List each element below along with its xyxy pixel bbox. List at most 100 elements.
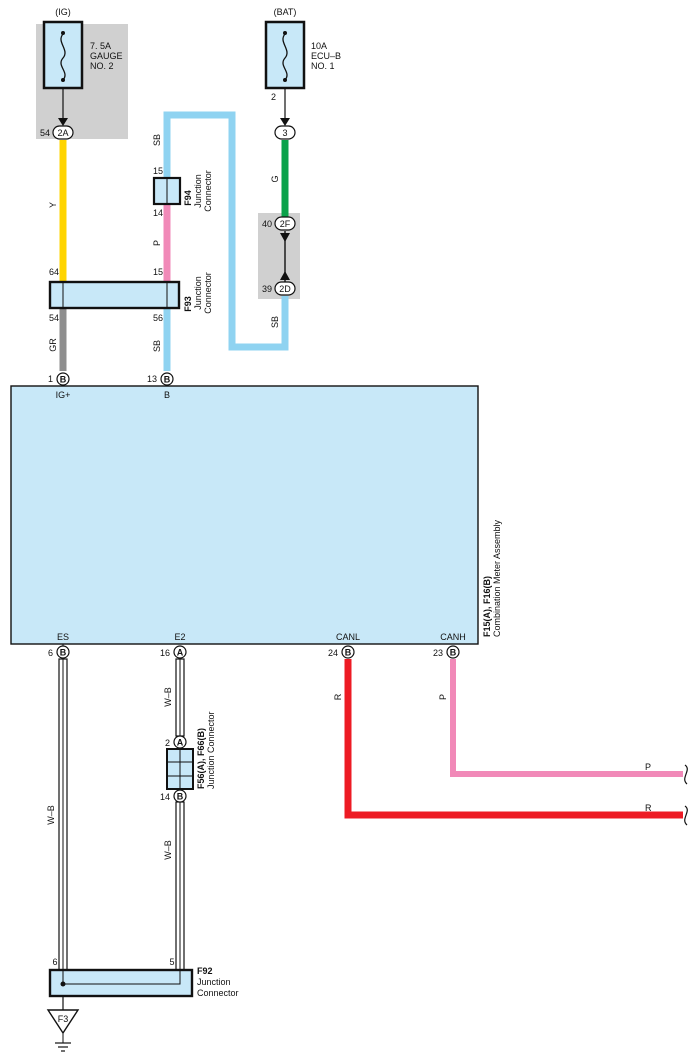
connector-b-b[interactable]: B bbox=[160, 372, 174, 386]
assembly-name: Combination Meter Assembly bbox=[492, 519, 502, 637]
assembly-code: F15(A), F16(B) bbox=[482, 576, 492, 637]
wire-p-canh[interactable] bbox=[450, 659, 683, 777]
connector-2a[interactable]: 2A bbox=[52, 125, 74, 140]
fuse-gauge[interactable] bbox=[42, 20, 84, 90]
fuse-ecu-b[interactable] bbox=[264, 20, 306, 90]
connector-f56-bot[interactable]: B bbox=[173, 789, 187, 803]
terminal-b: B bbox=[164, 390, 170, 400]
pin-2d: 39 bbox=[262, 284, 272, 294]
wire-label-sb-top: SB bbox=[152, 134, 162, 146]
f93-pin-tr: 15 bbox=[153, 267, 163, 277]
pin-e2: 16 bbox=[160, 648, 170, 658]
arrow-3 bbox=[280, 118, 290, 126]
svg-text:2F: 2F bbox=[280, 219, 291, 229]
wire-label-r-h: R bbox=[645, 803, 652, 813]
f93-pin-bl: 54 bbox=[49, 313, 59, 323]
wire-wb-e2-upper[interactable] bbox=[175, 658, 185, 737]
arrow-2a bbox=[58, 118, 68, 126]
f94-code: F94 bbox=[183, 190, 193, 206]
connector-es-b[interactable]: B bbox=[56, 645, 70, 659]
f92-name1: Junction bbox=[197, 977, 231, 987]
pin-2a: 54 bbox=[40, 128, 50, 138]
svg-text:B: B bbox=[345, 648, 352, 658]
f92-code: F92 bbox=[197, 966, 213, 976]
ground-label: F3 bbox=[58, 1014, 69, 1024]
f93-pin-br: 56 bbox=[153, 313, 163, 323]
fuse-ecu-rating: 10A bbox=[311, 41, 327, 51]
wire-label-wb-e2-upper: W–B bbox=[163, 687, 173, 707]
connector-f56-top[interactable]: A bbox=[173, 735, 187, 749]
pin-canl: 24 bbox=[328, 648, 338, 658]
svg-text:B: B bbox=[450, 648, 457, 658]
junction-f92[interactable] bbox=[48, 968, 194, 998]
f56-code: F56(A), F66(B) bbox=[196, 728, 206, 789]
pin-b: 13 bbox=[147, 374, 157, 384]
wire-label-sb-right: SB bbox=[270, 316, 280, 328]
wire-label-wb-es: W–B bbox=[46, 805, 56, 825]
fuse-ecu-name2: NO. 1 bbox=[311, 61, 335, 71]
f93-name1: Junction bbox=[193, 276, 203, 310]
connector-2d[interactable]: 2D bbox=[274, 281, 296, 296]
connector-canl-b[interactable]: B bbox=[341, 645, 355, 659]
junction-f56[interactable] bbox=[166, 748, 194, 790]
pin-2f: 40 bbox=[262, 219, 272, 229]
terminal-e2: E2 bbox=[174, 632, 185, 642]
f56-name: Junction Connector bbox=[206, 711, 216, 789]
pin-f56-bot: 14 bbox=[160, 792, 170, 802]
f92-name2: Connector bbox=[197, 988, 239, 998]
connector-ig-b[interactable]: B bbox=[56, 372, 70, 386]
f94-pin-top: 15 bbox=[153, 166, 163, 176]
junction-f93[interactable] bbox=[48, 280, 181, 310]
svg-text:B: B bbox=[60, 648, 67, 658]
terminal-ig: IG+ bbox=[56, 390, 71, 400]
wire-label-sb-lower: SB bbox=[152, 340, 162, 352]
combination-meter-assembly[interactable] bbox=[10, 385, 479, 645]
f93-name2: Connector bbox=[203, 272, 213, 314]
wire-sb-loop[interactable] bbox=[163, 111, 289, 351]
connector-3[interactable]: 3 bbox=[274, 125, 296, 140]
connector-e2-a[interactable]: A bbox=[173, 645, 187, 659]
wire-label-y: Y bbox=[48, 202, 58, 208]
svg-text:B: B bbox=[164, 375, 171, 385]
wire-wb-e2-lower[interactable] bbox=[175, 801, 185, 971]
fuse-ecu-name1: ECU–B bbox=[311, 51, 341, 61]
wire-label-wb-e2-lower: W–B bbox=[163, 840, 173, 860]
arrow-2d-up bbox=[280, 271, 290, 280]
svg-text:A: A bbox=[177, 738, 184, 748]
svg-text:2D: 2D bbox=[279, 284, 291, 294]
wire-label-g: G bbox=[270, 175, 280, 182]
fuse-gauge-name1: GAUGE bbox=[90, 51, 123, 61]
wire-break-p bbox=[684, 764, 688, 785]
f94-name2: Connector bbox=[203, 170, 213, 212]
f94-pin-bot: 14 bbox=[153, 208, 163, 218]
svg-text:3: 3 bbox=[282, 128, 287, 138]
fuse-gauge-rating: 7. 5A bbox=[90, 41, 111, 51]
wire-label-p-v: P bbox=[438, 694, 448, 700]
arrow-2f-down bbox=[280, 233, 290, 242]
connector-2f[interactable]: 2F bbox=[274, 216, 296, 231]
wire-break-r bbox=[684, 805, 688, 826]
svg-text:A: A bbox=[177, 648, 184, 658]
f93-code: F93 bbox=[183, 296, 193, 312]
wire-wb-es[interactable] bbox=[58, 658, 68, 971]
terminal-canl: CANL bbox=[336, 632, 360, 642]
terminal-canh: CANH bbox=[440, 632, 466, 642]
pin-es: 6 bbox=[48, 648, 53, 658]
power-bat-label: (BAT) bbox=[274, 7, 297, 17]
connector-canh-b[interactable]: B bbox=[446, 645, 460, 659]
f92-pin-l: 6 bbox=[52, 957, 57, 967]
power-ig-label: (IG) bbox=[55, 7, 71, 17]
svg-text:B: B bbox=[60, 375, 67, 385]
wire-label-p-upper: P bbox=[152, 240, 162, 246]
fuse-ecu-pin: 2 bbox=[271, 92, 276, 102]
ground-symbol[interactable] bbox=[46, 1009, 80, 1052]
wire-label-p-h: P bbox=[645, 762, 651, 772]
svg-text:B: B bbox=[177, 792, 184, 802]
wire-label-r-v: R bbox=[333, 693, 343, 700]
wire-r-canl[interactable] bbox=[344, 659, 683, 819]
terminal-es: ES bbox=[57, 632, 69, 642]
svg-text:2A: 2A bbox=[57, 128, 68, 138]
f92-pin-r: 5 bbox=[169, 957, 174, 967]
f93-pin-tl: 64 bbox=[49, 267, 59, 277]
